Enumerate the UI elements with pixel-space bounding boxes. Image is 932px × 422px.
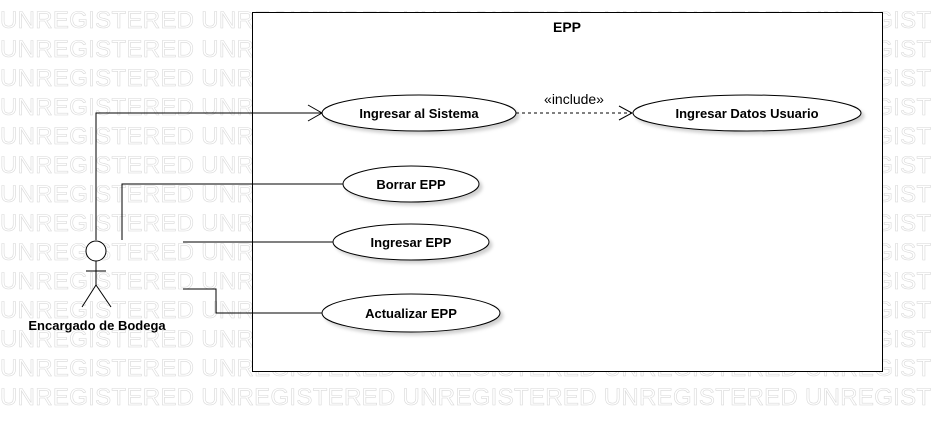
actor-right-leg — [95, 284, 112, 308]
actor-stick-figure[interactable] — [81, 240, 112, 308]
include-stereotype-label: «include» — [544, 91, 604, 107]
association-actualizar-epp — [183, 288, 322, 314]
use-case-label: Borrar EPP — [376, 177, 446, 192]
use-case-borrar-epp[interactable]: Borrar EPP — [342, 165, 480, 203]
system-title: EPP — [553, 19, 581, 35]
use-case-actualizar-epp[interactable]: Actualizar EPP — [321, 293, 501, 333]
actor-head — [85, 240, 107, 262]
include-arrowhead — [618, 105, 634, 121]
association-borrar-epp — [121, 183, 343, 240]
use-case-ingresar-datos-usuario[interactable]: Ingresar Datos Usuario — [632, 94, 862, 132]
use-case-label: Ingresar EPP — [371, 235, 452, 250]
actor-left-leg — [81, 284, 97, 308]
use-case-label: Ingresar Datos Usuario — [675, 106, 818, 121]
actor-name: Encargado de Bodega — [28, 318, 166, 333]
association-ingresar-sistema — [95, 112, 322, 240]
use-case-label: Actualizar EPP — [365, 306, 457, 321]
use-case-ingresar-epp[interactable]: Ingresar EPP — [332, 223, 490, 261]
use-case-ingresar-sistema[interactable]: Ingresar al Sistema — [321, 94, 517, 132]
use-case-label: Ingresar al Sistema — [359, 106, 479, 121]
